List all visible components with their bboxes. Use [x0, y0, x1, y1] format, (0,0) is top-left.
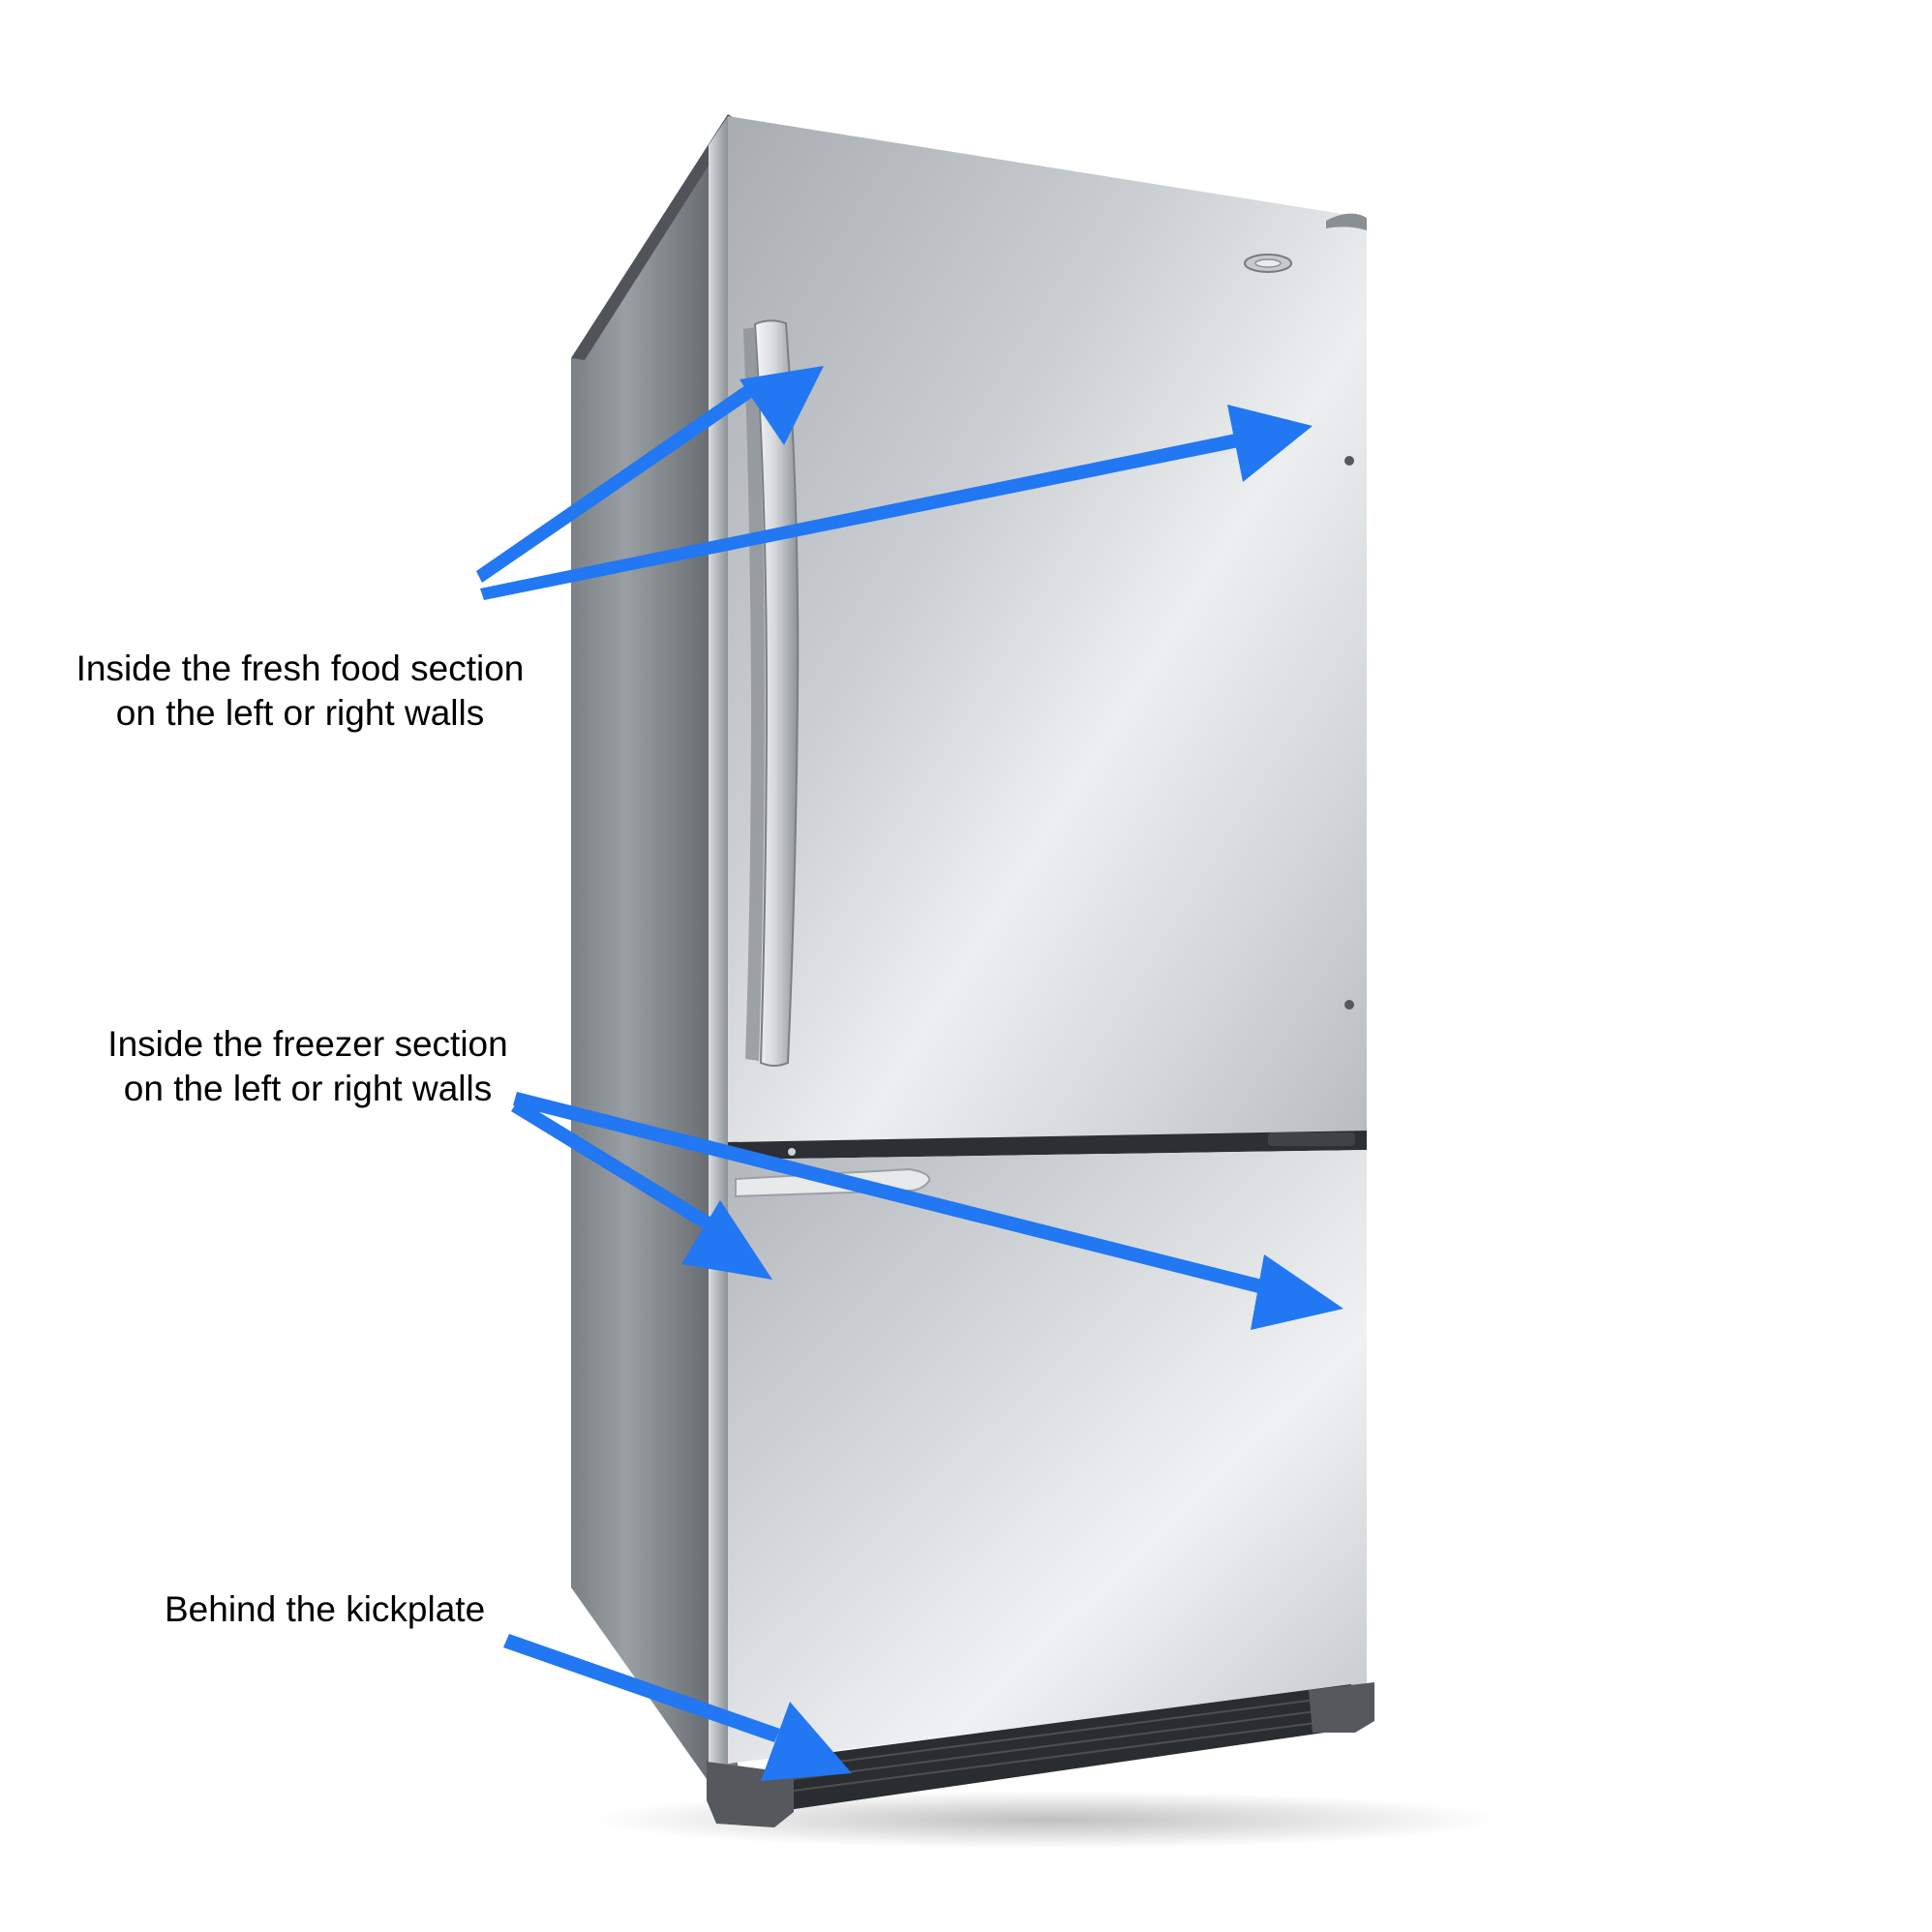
- side-panel-top-edge: [571, 114, 738, 360]
- arrow-fresh-food-left-wall-icon: [476, 385, 753, 583]
- kickplate-grille: [774, 1684, 1351, 1812]
- freezer-drawer: [728, 1150, 1367, 1764]
- arrow-fresh-food-right-wall-icon: [480, 432, 1249, 600]
- front-right-foot: [1309, 1682, 1374, 1733]
- arrow-head-kickplate-icon: [761, 1702, 852, 1781]
- freezer-label-line-1: Inside the freezer section: [107, 1024, 508, 1064]
- fresh-food-location-label: Inside the fresh food section on the lef…: [58, 647, 542, 736]
- arrow-head-freezer-right-icon: [1251, 1254, 1343, 1330]
- arrow-freezer-left-wall-icon: [511, 1100, 734, 1243]
- kickplate-label-line-1: Behind the kickplate: [165, 1589, 486, 1629]
- brand-logo-icon: [1244, 254, 1292, 273]
- freezer-location-label: Inside the freezer section on the left o…: [75, 1022, 540, 1111]
- refrigerator-side-panel: [571, 114, 728, 1793]
- arrow-icon: [476, 366, 1343, 1781]
- fresh-food-door: [728, 116, 1367, 1142]
- divider-hinge: [1268, 1132, 1355, 1146]
- arrow-kickplate-icon: [503, 1634, 780, 1742]
- divider-screw-icon: [788, 1148, 796, 1156]
- arrow-head-fresh-left-icon: [740, 366, 824, 445]
- kickplate-location-label: Behind the kickplate: [165, 1587, 485, 1632]
- top-door-hinge-cap: [1326, 213, 1367, 230]
- fresh-food-door-handle: [753, 319, 800, 1067]
- freezer-label-line-2: on the left or right walls: [123, 1069, 493, 1108]
- arrow-head-freezer-left-icon: [681, 1200, 772, 1280]
- arrow-head-fresh-right-icon: [1227, 405, 1313, 482]
- fresh-food-label-line-1: Inside the fresh food section: [75, 649, 525, 688]
- door-screw-icon: [1344, 456, 1354, 466]
- fresh-food-label-line-2: on the left or right walls: [115, 693, 485, 733]
- arrow-freezer-right-wall-icon: [513, 1092, 1270, 1295]
- kickplate-vent-lines: [793, 1695, 1346, 1792]
- door-screw-icon: [1344, 1000, 1354, 1010]
- handle-shadow: [743, 327, 765, 1061]
